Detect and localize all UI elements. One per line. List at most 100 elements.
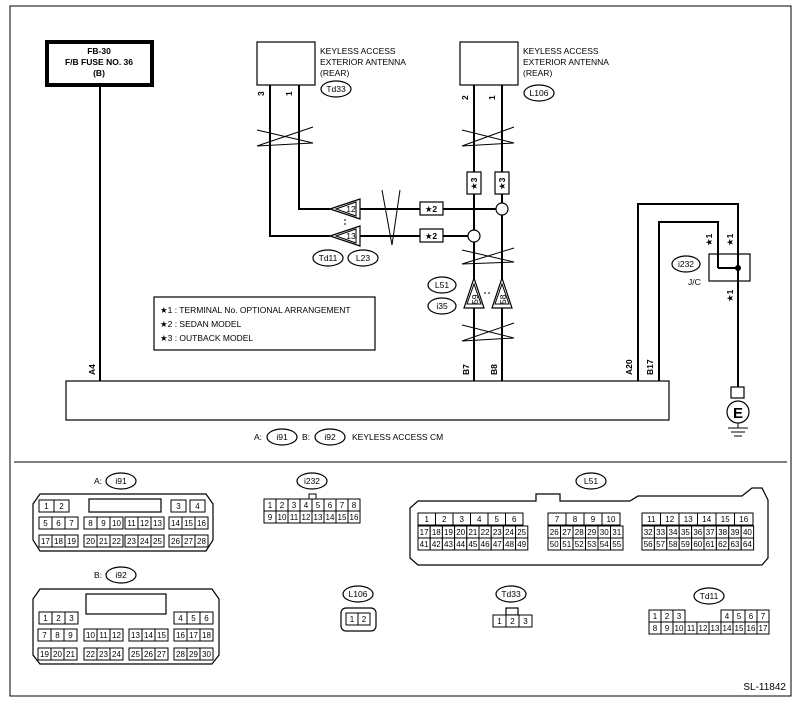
antenna-right-pin-a: 2 bbox=[460, 95, 470, 100]
svg-text:★1: ★1 bbox=[725, 289, 735, 302]
pin-label: 2 bbox=[280, 501, 285, 510]
pin-label: 32 bbox=[644, 528, 653, 537]
pin-label: 60 bbox=[693, 540, 702, 549]
pin-cell bbox=[109, 628, 124, 642]
option-marks-2: ★2 ★2 bbox=[419, 201, 444, 243]
pin-label: 14 bbox=[326, 513, 335, 522]
pin-cell bbox=[109, 516, 124, 530]
pin-label: 1 bbox=[43, 614, 48, 623]
pin-label: 11 bbox=[687, 624, 696, 633]
svg-text:i91: i91 bbox=[276, 432, 288, 442]
pin-label: 26 bbox=[171, 537, 180, 546]
pin-label: 52 bbox=[575, 540, 584, 549]
pin-label: 2 bbox=[59, 502, 64, 511]
pin-label: 10 bbox=[112, 519, 121, 528]
pin-label: 48 bbox=[505, 540, 514, 549]
svg-text:A:: A: bbox=[254, 432, 262, 442]
pin-label: 27 bbox=[562, 528, 571, 537]
antenna-right-label-3: (REAR) bbox=[523, 68, 552, 78]
antenna-left-label-2: EXTERIOR ANTENNA bbox=[320, 57, 406, 67]
pin-label: 22 bbox=[86, 650, 95, 659]
pin-label: 6 bbox=[56, 519, 61, 528]
pin-cell bbox=[170, 499, 187, 513]
pin-label: 40 bbox=[743, 528, 752, 537]
pin-label: 9 bbox=[68, 631, 73, 640]
pin-cell bbox=[194, 516, 209, 530]
pin-label: 27 bbox=[157, 650, 166, 659]
pin-label: 30 bbox=[202, 650, 211, 659]
pin-cell bbox=[347, 510, 361, 524]
pin-cell bbox=[199, 611, 214, 625]
pin-label: 31 bbox=[612, 528, 621, 537]
pin-label: 12 bbox=[302, 513, 311, 522]
svg-text:Td11: Td11 bbox=[700, 591, 719, 601]
keyless-access-cm: A4 B7 B8 A20 B17 bbox=[65, 359, 670, 421]
svg-text:59: 59 bbox=[470, 294, 480, 304]
svg-text:A:: A: bbox=[94, 476, 102, 486]
pin-label: 5 bbox=[316, 501, 321, 510]
svg-text:★1: ★1 bbox=[725, 233, 735, 246]
pin-label: 2 bbox=[510, 617, 515, 626]
pin-label: 42 bbox=[432, 540, 441, 549]
pin-label: 17 bbox=[41, 537, 50, 546]
pin-label: 21 bbox=[468, 528, 477, 537]
pin-label: 6 bbox=[749, 612, 754, 621]
svg-text:B8: B8 bbox=[489, 364, 499, 375]
pin-cell bbox=[109, 534, 124, 548]
antenna-right-label-2: EXTERIOR ANTENNA bbox=[523, 57, 609, 67]
pin-label: 22 bbox=[481, 528, 490, 537]
pin-label: 29 bbox=[587, 528, 596, 537]
pin-label: 13 bbox=[684, 515, 693, 524]
pin-label: 3 bbox=[292, 501, 297, 510]
pin-label: 25 bbox=[153, 537, 162, 546]
svg-text:L51: L51 bbox=[584, 476, 598, 486]
pin-label: 6 bbox=[512, 515, 517, 524]
pin-label: 9 bbox=[591, 515, 596, 524]
pin-label: 28 bbox=[575, 528, 584, 537]
pin-label: 8 bbox=[352, 501, 357, 510]
pin-label: 10 bbox=[607, 515, 616, 524]
svg-text:A4: A4 bbox=[87, 364, 97, 375]
pin-label: 28 bbox=[176, 650, 185, 659]
pin-label: 6 bbox=[328, 501, 333, 510]
antenna-left-pin-a: 3 bbox=[256, 91, 266, 96]
pin-label: 13 bbox=[314, 513, 323, 522]
pin-label: 15 bbox=[157, 631, 166, 640]
pin-label: 14 bbox=[171, 519, 180, 528]
pin-label: 23 bbox=[99, 650, 108, 659]
pin-label: 15 bbox=[184, 519, 193, 528]
pin-label: 1 bbox=[497, 617, 502, 626]
pin-label: 62 bbox=[718, 540, 727, 549]
diagram-code: SL-11842 bbox=[743, 682, 786, 693]
svg-text:★2: ★2 bbox=[425, 204, 438, 214]
pin-label: 16 bbox=[350, 513, 359, 522]
mid-connector-right: 59 58 L51 i35 bbox=[427, 276, 513, 315]
pin-label: 11 bbox=[99, 631, 108, 640]
pin-label: 5 bbox=[495, 515, 500, 524]
pin-label: 21 bbox=[99, 537, 108, 546]
pin-label: 1 bbox=[268, 501, 273, 510]
pin-label: 30 bbox=[600, 528, 609, 537]
ground-symbol: E bbox=[726, 386, 750, 437]
pin-label: 1 bbox=[44, 502, 49, 511]
pin-label: 3 bbox=[69, 614, 74, 623]
pin-label: 25 bbox=[517, 528, 526, 537]
pin-label: 22 bbox=[112, 537, 121, 546]
pin-label: 19 bbox=[40, 650, 49, 659]
pin-label: 35 bbox=[681, 528, 690, 537]
pin-label: 59 bbox=[681, 540, 690, 549]
pin-cell bbox=[53, 499, 70, 513]
pin-label: 4 bbox=[195, 502, 200, 511]
pin-label: 5 bbox=[191, 614, 196, 623]
pin-label: 24 bbox=[505, 528, 514, 537]
pin-label: 23 bbox=[127, 537, 136, 546]
pin-label: 9 bbox=[665, 624, 670, 633]
antenna-left-pin-b: 1 bbox=[284, 91, 294, 96]
